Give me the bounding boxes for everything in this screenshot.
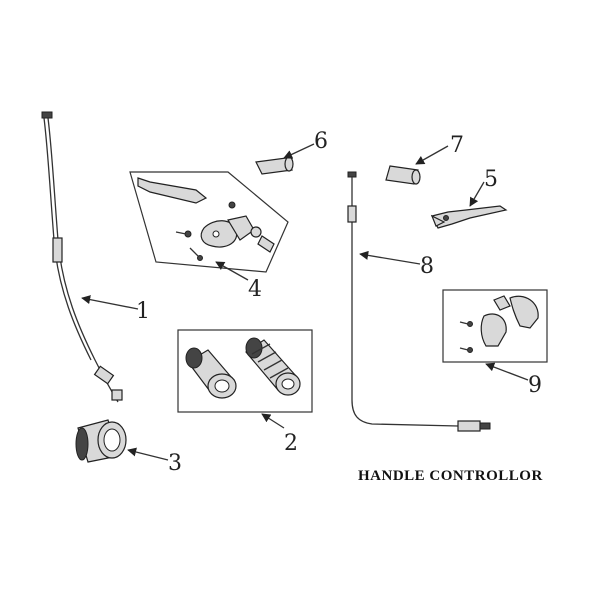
callout-8: 8: [420, 254, 434, 279]
part-7-boot: [385, 165, 421, 185]
part-8-throttle-cable: [347, 171, 491, 432]
part-5-lever: [430, 205, 508, 229]
callout-2: 2: [284, 431, 298, 456]
callout-5: 5: [484, 167, 498, 192]
diagram-caption: HANDLE CONTROLLOR: [358, 468, 543, 484]
callout-4: 4: [248, 277, 262, 302]
callout-1: 1: [136, 299, 150, 324]
part-4-lever-assembly: [129, 171, 289, 273]
callout-7: 7: [450, 133, 464, 158]
leader-lines: [81, 143, 529, 461]
part-2-grip-pair: [177, 329, 313, 413]
part-1-cable: [41, 111, 123, 403]
callout-6: 6: [314, 129, 328, 154]
part-9-switch-housing: [442, 289, 548, 363]
callout-3: 3: [168, 451, 182, 476]
part-6-boot: [255, 156, 294, 175]
callout-9: 9: [528, 373, 542, 398]
part-3-grip: [75, 419, 127, 463]
